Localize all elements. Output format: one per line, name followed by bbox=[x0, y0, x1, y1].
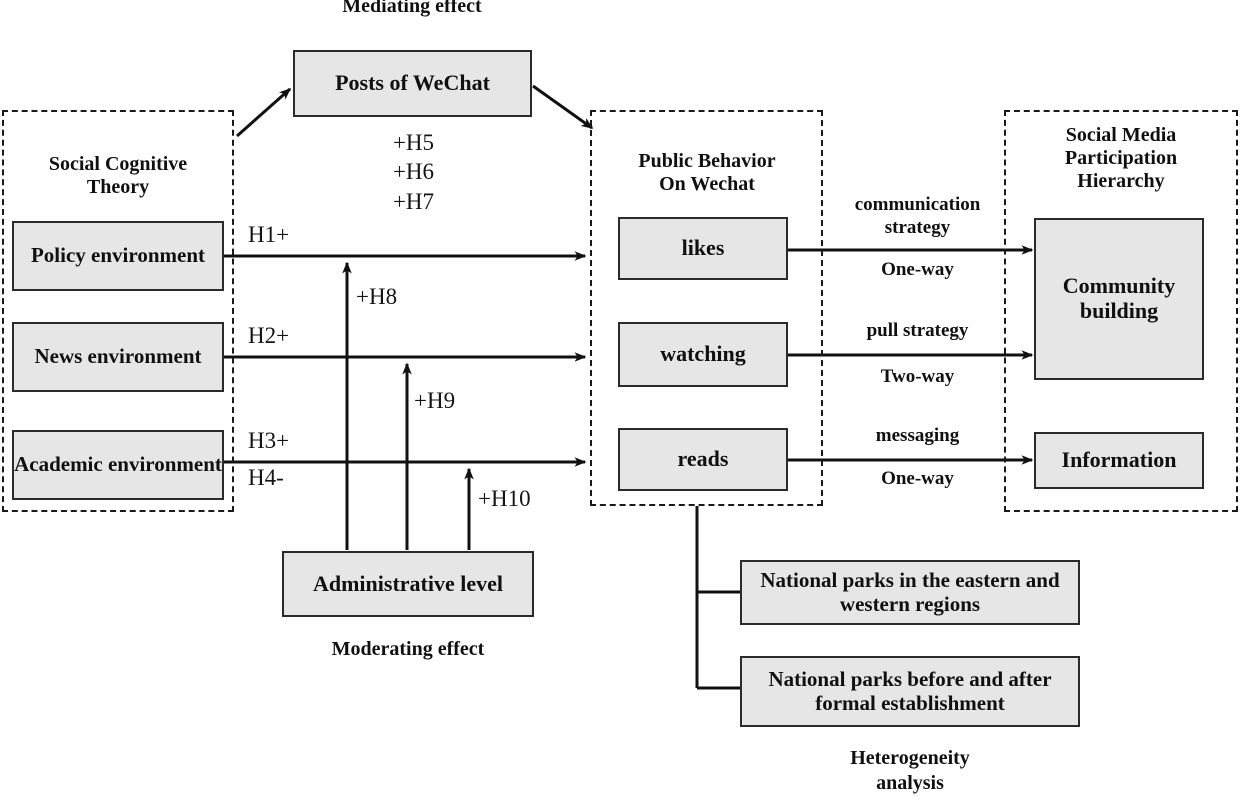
group-title-sct: Social Cognitive Theory bbox=[48, 153, 188, 198]
hypothesis-h8-label: +H8 bbox=[356, 284, 398, 309]
group-title-hierarchy: Social Media Participation Hierarchy bbox=[1064, 124, 1178, 192]
heterogeneity-analysis-caption: Heterogeneity analysis bbox=[850, 747, 970, 794]
moderating-effect-caption: Moderating effect bbox=[331, 638, 485, 660]
mediating-effect-caption: Mediating effect bbox=[342, 0, 482, 17]
node-watching[interactable]: watching bbox=[618, 322, 788, 387]
strategy-way-reads: One-way bbox=[881, 468, 954, 489]
node-academic-environment[interactable]: Academic environment bbox=[12, 430, 224, 500]
hypothesis-h2-label: H2+ bbox=[248, 323, 290, 348]
node-administrative-level[interactable]: Administrative level bbox=[282, 551, 534, 617]
strategy-way-likes: One-way bbox=[881, 259, 954, 280]
group-public-behavior bbox=[590, 110, 823, 506]
group-title-public-behavior: Public Behavior On Wechat bbox=[638, 150, 776, 195]
node-posts-of-wechat[interactable]: Posts of WeChat bbox=[293, 50, 532, 117]
hypothesis-mediating-list: +H5 +H6 +H7 bbox=[392, 130, 435, 214]
hypothesis-h9-label: +H9 bbox=[414, 388, 456, 413]
hypothesis-h3-label: H3+ bbox=[248, 428, 290, 453]
node-information[interactable]: Information bbox=[1034, 432, 1204, 489]
group-participation-hierarchy bbox=[1004, 110, 1238, 512]
node-community-building[interactable]: Community building bbox=[1034, 218, 1204, 380]
node-national-parks-establishment[interactable]: National parks before and after formal e… bbox=[740, 656, 1080, 727]
hypothesis-h1-label: H1+ bbox=[248, 222, 290, 247]
strategy-way-watching: Two-way bbox=[880, 366, 955, 387]
node-news-environment[interactable]: News environment bbox=[12, 322, 224, 392]
group-social-cognitive-theory bbox=[2, 110, 234, 512]
node-policy-environment[interactable]: Policy environment bbox=[12, 221, 224, 291]
strategy-label-likes: communication strategy bbox=[854, 194, 981, 238]
strategy-label-reads: messaging bbox=[875, 425, 960, 446]
hypothesis-h10-label: +H10 bbox=[478, 486, 531, 511]
node-likes[interactable]: likes bbox=[618, 217, 788, 280]
arrow-posts-to-behavior bbox=[532, 84, 594, 130]
node-reads[interactable]: reads bbox=[618, 428, 788, 491]
hypothesis-h4-label: H4- bbox=[248, 465, 284, 490]
heterogeneity-bracket bbox=[695, 506, 741, 690]
node-national-parks-regions[interactable]: National parks in the eastern and wester… bbox=[740, 560, 1080, 625]
strategy-label-watching: pull strategy bbox=[866, 320, 969, 341]
arrow-sct-to-posts bbox=[236, 87, 292, 138]
